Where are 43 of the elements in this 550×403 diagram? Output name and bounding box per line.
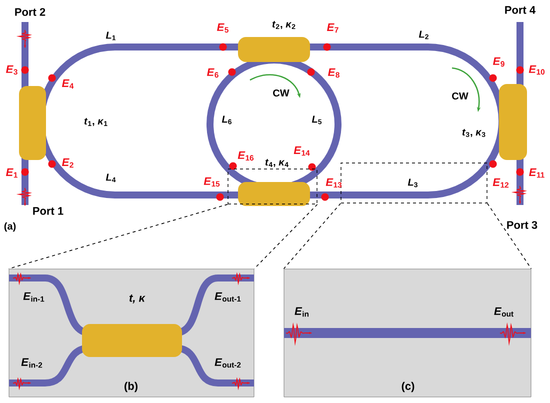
field-label: E$_{in-1}$ (23, 292, 44, 302)
length-label: L$_{1}$ (106, 32, 116, 40)
field-label: E$_{8}$ (328, 68, 340, 78)
coupling-label: t$_{2}$, κ$_{2}$ (272, 20, 296, 30)
field-label: E$_{5}$ (217, 23, 228, 33)
field-label: E$_{13}$ (326, 178, 342, 188)
zoom-line (254, 204, 318, 270)
zoom-frame (228, 168, 318, 204)
field-label: E$_{10}$ (528, 65, 545, 75)
length-label: L$_{5}$ (312, 116, 322, 124)
field-label: E$_{14}$ (294, 146, 310, 156)
field-label: E$_{in-2}$ (21, 358, 42, 368)
length-label: L$_{3}$ (408, 178, 418, 188)
field-label: E$_{2}$ (62, 158, 74, 168)
zoom-line (486, 202, 532, 270)
coupling-label: t, κ (129, 294, 146, 304)
field-label: E$_{9}$ (493, 57, 504, 67)
coupling-label: t$_{3}$, κ$_{3}$ (462, 128, 486, 138)
port-label: Port 2 (15, 8, 46, 16)
zoom-line (283, 202, 342, 270)
port-label: Port 4 (505, 6, 536, 14)
field-label: E$_{6}$ (207, 68, 218, 78)
field-label: E$_{out-1}$ (214, 292, 241, 302)
port-label: Port 1 (33, 207, 64, 215)
length-label: L$_{4}$ (106, 174, 116, 182)
length-label: L$_{6}$ (222, 116, 232, 124)
direction-label: CW (273, 89, 290, 97)
field-label: E$_{in}$ (294, 307, 308, 317)
field-label: E$_{out-2}$ (214, 358, 241, 368)
field-label: E$_{1}$ (6, 168, 18, 178)
length-label: L$_{2}$ (418, 30, 428, 40)
panel-label: (b) (124, 382, 138, 392)
panel-label: (a) (4, 222, 16, 232)
direction-label: CW (452, 92, 468, 100)
field-label: E$_{out}$ (494, 307, 514, 317)
zoom-frame (340, 162, 488, 204)
coupling-label: t$_{1}$, κ$_{1}$ (84, 118, 108, 126)
field-label: E$_{11}$ (529, 168, 544, 178)
port-label: Port 3 (507, 221, 538, 229)
field-label: E$_{7}$ (327, 23, 338, 33)
panel-label: (c) (402, 382, 414, 392)
field-label: E$_{3}$ (6, 65, 18, 75)
field-label: E$_{4}$ (62, 79, 74, 89)
